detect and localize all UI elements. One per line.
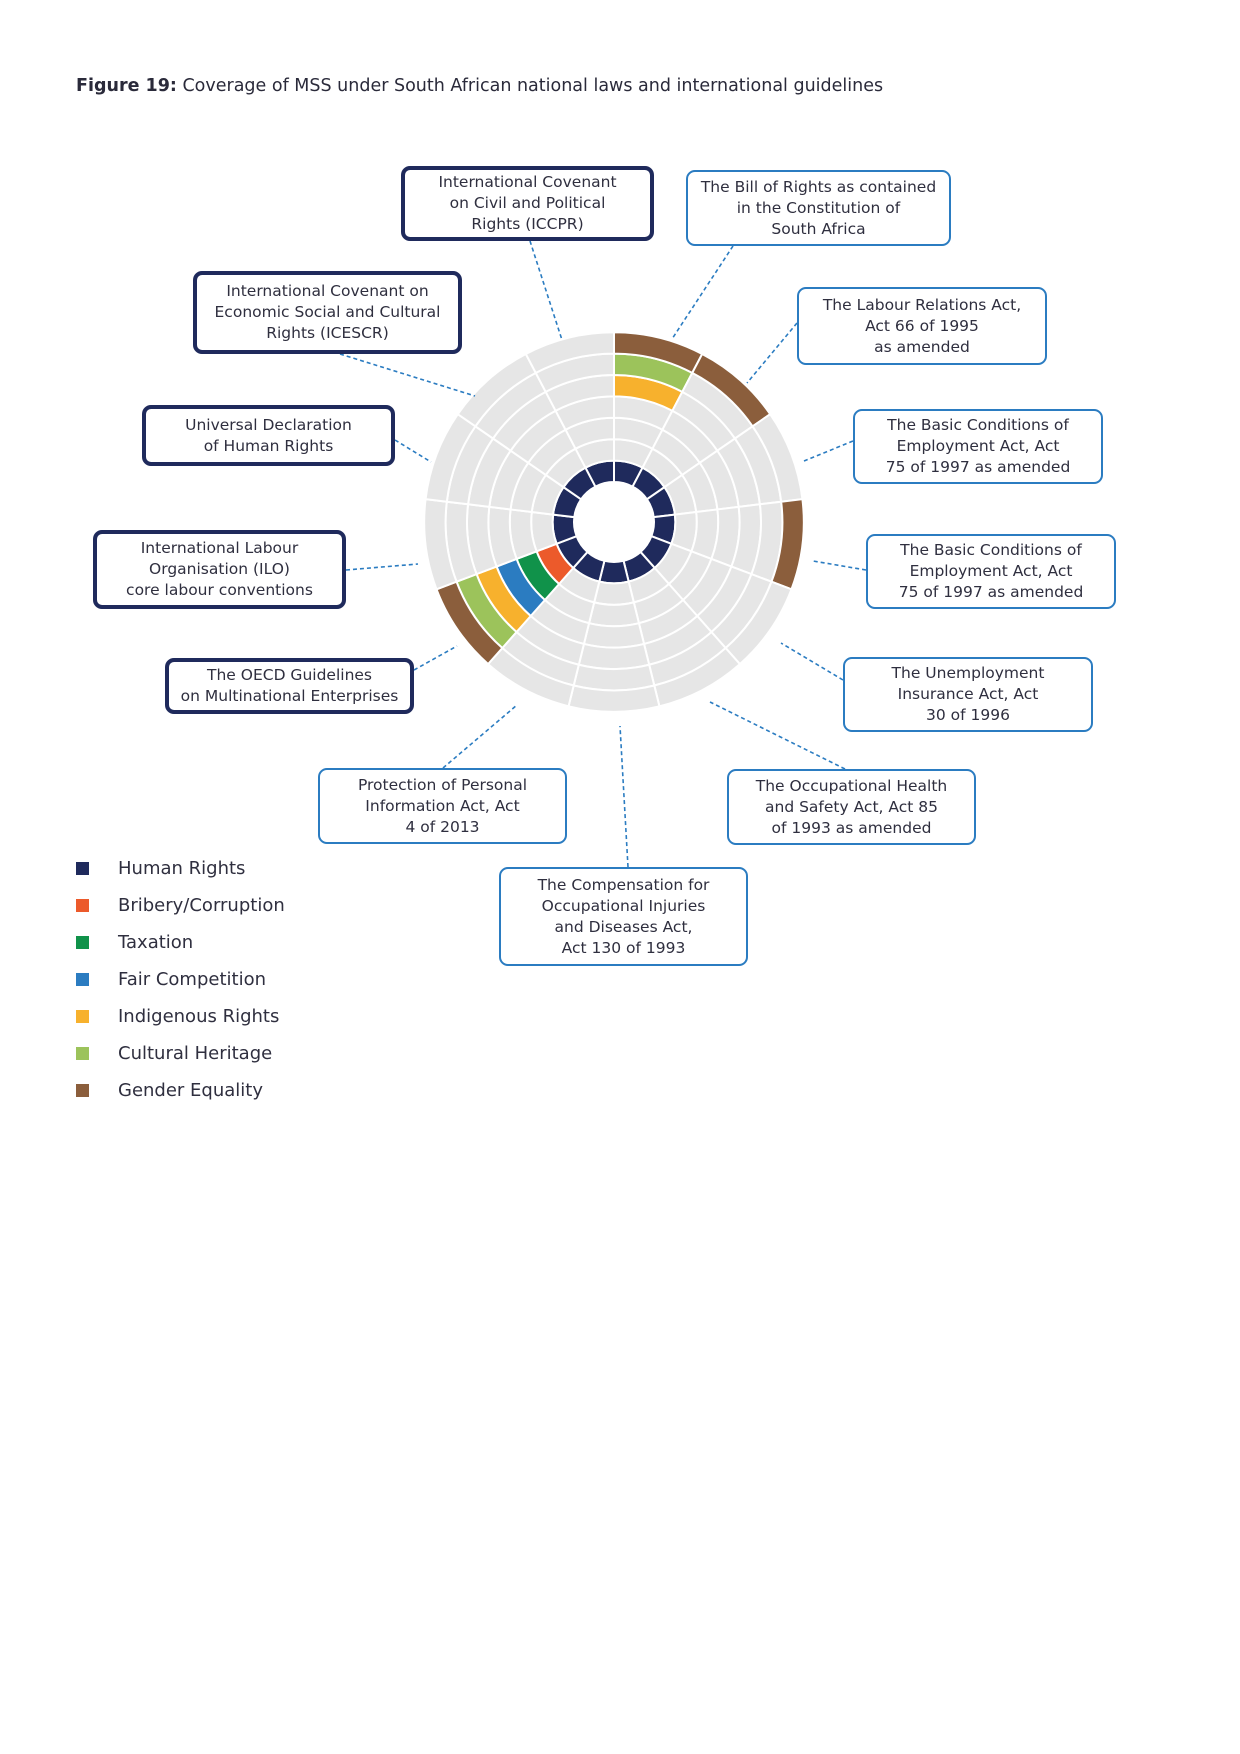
figure-number: Figure 19: [76, 76, 177, 96]
instrument-label-box: The Basic Conditions of Employment Act, … [853, 409, 1103, 484]
legend-label: Fair Competition [118, 969, 267, 990]
connector-line [394, 439, 432, 463]
instrument-name: The Compensation for Occupational Injuri… [537, 875, 710, 957]
connector-line [746, 322, 798, 384]
legend-swatch [76, 899, 89, 912]
instrument-name: Protection of Personal Information Act, … [357, 775, 528, 836]
empty-segment [577, 642, 651, 670]
instrument-label-box: Universal Declaration of Human Rights [142, 405, 395, 466]
instrument-label-box: The Occupational Health and Safety Act, … [727, 769, 976, 845]
legend-label: Indigenous Rights [118, 1006, 280, 1027]
connector-line [780, 642, 844, 681]
instrument-label-box: The Compensation for Occupational Injuri… [499, 867, 748, 966]
instrument-label-box: The Unemployment Insurance Act, Act 30 o… [843, 657, 1093, 732]
legend-swatch [76, 936, 89, 949]
instrument-label-box: International Labour Organisation (ILO) … [93, 530, 346, 609]
instrument-name: The OECD Guidelines on Multinational Ent… [180, 666, 399, 705]
instrument-label-box: Protection of Personal Information Act, … [318, 768, 567, 844]
instrument-name: Universal Declaration of Human Rights [185, 415, 352, 455]
connector-line [529, 240, 563, 341]
empty-segment [572, 663, 656, 692]
instrument-label-box: International Covenant on Civil and Poli… [401, 166, 654, 241]
legend-swatch [76, 1084, 89, 1097]
legend-item: Taxation [76, 924, 193, 961]
empty-segment [592, 580, 636, 606]
instrument-label-box: The OECD Guidelines on Multinational Ent… [165, 658, 414, 714]
empty-segment [582, 621, 646, 649]
instrument-name: The Unemployment Insurance Act, Act 30 o… [891, 664, 1045, 724]
connector-lines [339, 240, 867, 868]
instrument-name: The Basic Conditions of Employment Act, … [898, 541, 1084, 601]
instrument-name: The Bill of Rights as contained in the C… [700, 177, 937, 238]
connector-line [413, 645, 458, 671]
connector-line [619, 725, 629, 868]
legend-label: Human Rights [118, 858, 246, 879]
connector-line [345, 563, 419, 571]
instrument-name: International Covenant on Civil and Poli… [438, 173, 617, 233]
legend-item: Gender Equality [76, 1072, 263, 1109]
empty-segment [524, 331, 615, 375]
instrument-label-box: International Covenant on Economic Socia… [193, 271, 462, 354]
legend-swatch [76, 862, 89, 875]
instrument-name: International Covenant on Economic Socia… [214, 282, 441, 342]
instrument-name: International Labour Organisation (ILO) … [126, 539, 313, 599]
legend-item: Bribery/Corruption [76, 887, 285, 924]
instrument-name: The Labour Relations Act, Act 66 of 1995… [822, 295, 1022, 356]
legend-item: Fair Competition [76, 961, 266, 998]
connector-line [812, 560, 867, 571]
legend-item: Indigenous Rights [76, 998, 279, 1035]
legend-label: Bribery/Corruption [118, 895, 285, 916]
instrument-name: The Occupational Health and Safety Act, … [755, 776, 948, 837]
legend-label: Taxation [118, 932, 194, 953]
legend-item: Human Rights [76, 850, 245, 887]
coverage-rings [423, 331, 805, 713]
connector-line [339, 353, 476, 397]
legend-swatch [76, 1047, 89, 1060]
legend-label: Cultural Heritage [118, 1043, 273, 1064]
connector-line [709, 701, 846, 770]
connector-line [442, 704, 518, 769]
figure-title: Figure 19: Coverage of MSS under South A… [76, 76, 883, 96]
legend-swatch [76, 1010, 89, 1023]
instrument-label-box: The Labour Relations Act, Act 66 of 1995… [797, 287, 1047, 365]
instrument-label-box: The Bill of Rights as contained in the C… [686, 170, 951, 246]
connector-line [671, 245, 734, 340]
legend-label: Gender Equality [118, 1080, 264, 1101]
empty-segment [587, 601, 641, 628]
figure-caption: Coverage of MSS under South African nati… [176, 76, 884, 96]
legend-swatch [76, 973, 89, 986]
legend-item: Cultural Heritage [76, 1035, 272, 1072]
instrument-label-box: The Basic Conditions of Employment Act, … [866, 534, 1116, 609]
instrument-name: The Basic Conditions of Employment Act, … [885, 416, 1071, 476]
connector-line [803, 440, 854, 462]
